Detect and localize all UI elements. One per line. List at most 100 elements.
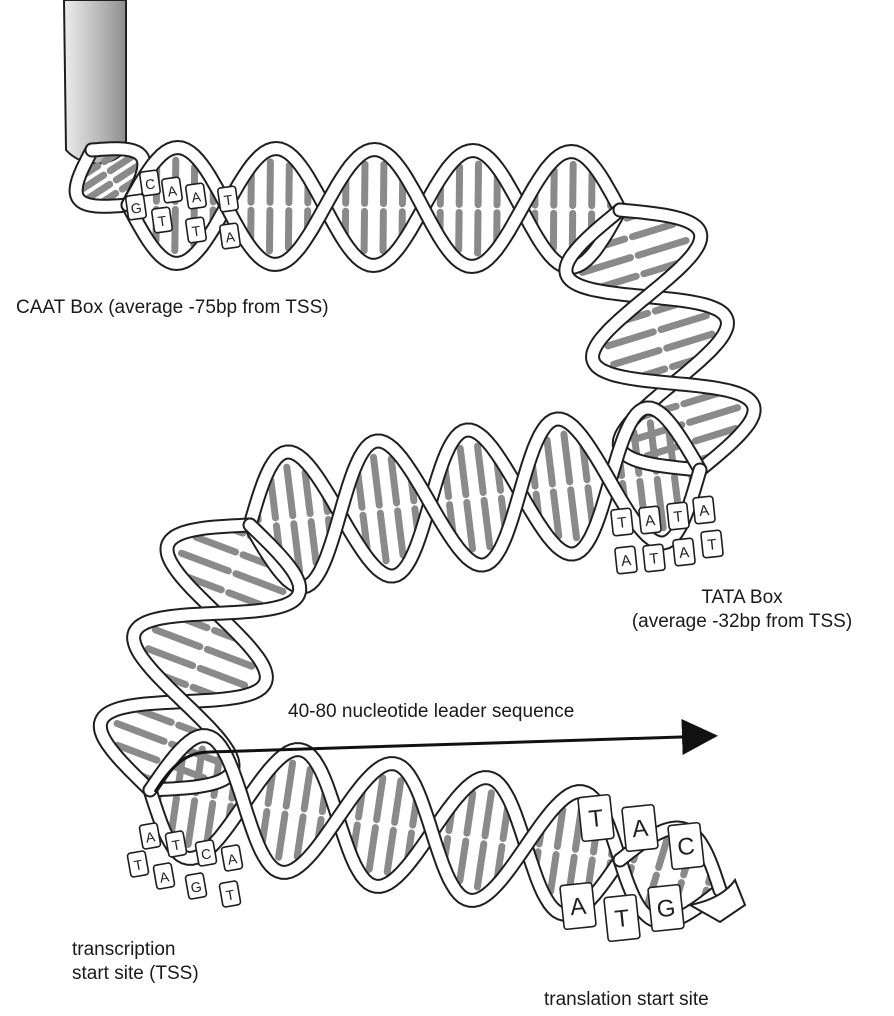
base-pair-rung <box>279 814 285 857</box>
translation-start-label: translation start site <box>544 988 709 1012</box>
base-pair-rung <box>297 817 303 857</box>
base-pair-rung <box>263 812 267 842</box>
base-pair-rung <box>477 844 483 887</box>
base-pair-rung <box>690 408 738 423</box>
base-pair-rung <box>484 500 490 546</box>
base-letter: A <box>620 552 632 570</box>
base-pair-rung <box>638 241 686 256</box>
base-pair-rung <box>311 522 316 563</box>
base-pair-rung <box>175 210 176 251</box>
caat-box-label: CAAT Box (average -75bp from TSS) <box>16 296 329 320</box>
tss-bottom-base: G <box>185 873 207 900</box>
base-pair-rung <box>661 316 706 330</box>
base-pair-rung <box>485 793 491 836</box>
codon-top-base: C <box>668 822 704 869</box>
base-pair-rung <box>286 763 292 806</box>
tata-top-base: T <box>667 502 690 530</box>
base-pair-rung <box>271 480 276 518</box>
caat-top-base: T <box>217 186 238 212</box>
base-pair-rung <box>460 448 466 494</box>
base-pair-rung <box>387 830 393 872</box>
base-letter: T <box>673 508 684 526</box>
base-pair-rung <box>117 724 164 742</box>
base-pair-rung <box>564 434 570 482</box>
base-letter: A <box>698 502 710 520</box>
tata-top-base: A <box>693 496 716 524</box>
base-pair-rung <box>478 446 484 492</box>
tata-bottom-base: T <box>643 544 666 572</box>
base-pair-rung <box>207 803 213 840</box>
base-pair-rung <box>571 490 577 538</box>
caat-bottom-base: T <box>185 217 206 243</box>
base-pair-rung <box>467 794 473 834</box>
base-pair-rung <box>547 440 552 484</box>
caat-top-base: C <box>139 170 160 196</box>
codon-bottom-base: T <box>604 894 640 941</box>
caat-top-base: A <box>161 177 182 203</box>
tss-label: transcription start site (TSS) <box>72 938 199 986</box>
base-pair-rung <box>557 810 563 847</box>
tss-top-base: A <box>139 823 161 850</box>
base-pair-rung <box>380 513 386 561</box>
caat-bottom-base: T <box>151 207 172 233</box>
codon-bottom-base: G <box>648 884 684 931</box>
base-pair-rung <box>287 467 293 516</box>
tata-bottom-base: A <box>673 538 696 566</box>
leader-sequence-label: 40-80 nucleotide leader sequence <box>288 700 574 724</box>
base-pair-rung <box>200 668 244 685</box>
base-pair-rung <box>229 593 261 605</box>
tata-bottom-base: T <box>701 530 724 558</box>
base-pair-rung <box>659 838 668 867</box>
base-pair-rung <box>467 503 473 549</box>
tss-label-line1: transcription <box>72 938 199 962</box>
tss-top-base: C <box>195 840 217 867</box>
base-pair-rung <box>196 537 236 552</box>
tss-bottom-base: A <box>153 863 175 890</box>
tata-top-base: T <box>611 508 634 536</box>
caat-bottom-base: A <box>219 223 240 249</box>
codon-top-base: T <box>578 794 614 841</box>
base-letter: G <box>130 199 143 216</box>
base-pair-rung <box>305 473 310 514</box>
base-pair-rung <box>603 276 636 286</box>
base-pair-rung <box>369 828 375 870</box>
base-letter: T <box>649 550 660 568</box>
base-letter: A <box>678 544 690 562</box>
base-pair-rung <box>139 710 171 722</box>
caat-top-base: A <box>185 183 206 209</box>
base-pair-rung <box>553 492 558 536</box>
caat-bottom-base: G <box>125 194 146 220</box>
base-pair-rung <box>391 459 396 503</box>
tata-bottom-base: A <box>615 546 638 574</box>
base-pair-rung <box>377 778 383 820</box>
base-pair-rung <box>374 457 380 505</box>
base-pair-rung <box>573 164 574 205</box>
base-letter: A <box>644 512 656 530</box>
tss-bottom-base: T <box>219 881 241 908</box>
codon-bottom-base: A <box>560 882 596 929</box>
tss-bottom-base: T <box>127 851 149 878</box>
base-pair-rung <box>614 351 659 365</box>
tata-top-base: A <box>639 506 662 534</box>
base-pair-rung <box>395 781 401 823</box>
base-letter: A <box>569 893 588 922</box>
base-pair-rung <box>188 801 195 845</box>
base-pair-rung <box>460 841 466 881</box>
base-letter: T <box>707 536 718 554</box>
base-pair-rung <box>503 809 507 839</box>
base-letter: C <box>676 833 696 862</box>
base-letter: T <box>617 514 628 532</box>
base-letter: G <box>655 895 676 924</box>
tss-top-base: A <box>221 845 243 872</box>
tss-top-base: T <box>165 831 187 858</box>
base-pair-rung <box>684 394 717 404</box>
tata-box-label: TATA Box (average -32bp from TSS) <box>592 586 892 634</box>
base-pair-rung <box>181 553 228 571</box>
base-pair-rung <box>155 630 199 647</box>
tata-box-title: TATA Box <box>592 586 892 610</box>
base-pair-rung <box>632 224 672 236</box>
base-pair-rung <box>304 769 310 809</box>
helix-end-cap <box>64 0 126 164</box>
base-pair-rung <box>172 798 177 832</box>
